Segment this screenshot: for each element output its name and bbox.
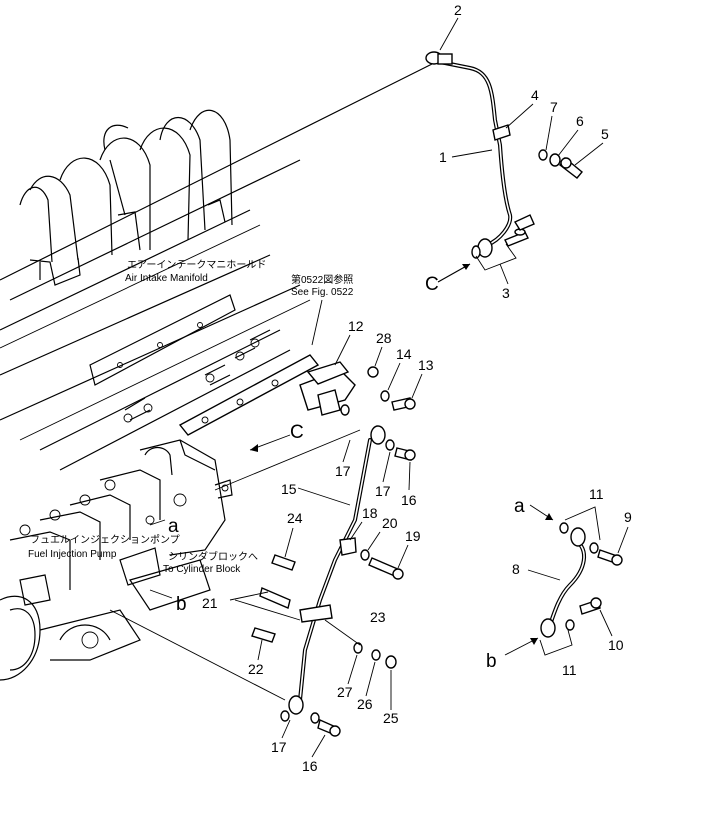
fuel-injection-pump-drawing	[0, 439, 233, 681]
callout-11-top: 11	[589, 486, 604, 502]
callout-20: 20	[382, 515, 398, 531]
callout-17-b: 17	[375, 483, 391, 499]
callout-10: 10	[608, 637, 624, 653]
callout-bracket-11-bottom	[539, 629, 573, 656]
air-intake-label-en: Air Intake Manifold	[125, 273, 208, 284]
bolt-assembly-16-17	[280, 404, 416, 737]
callout-16-b: 16	[302, 758, 318, 774]
callout-14: 14	[396, 346, 412, 362]
air-intake-manifold-drawing	[0, 59, 441, 471]
callout-17-c: 17	[271, 739, 287, 755]
callout-23: 23	[370, 609, 386, 625]
callout-bracket-3	[475, 243, 517, 271]
callout-13: 13	[418, 357, 434, 373]
callout-25: 25	[383, 710, 399, 726]
connector-c-arrow	[437, 263, 471, 283]
connector-c-pump: C	[290, 422, 304, 443]
connector-c-top: C	[425, 274, 439, 295]
callout-27: 27	[337, 684, 353, 700]
see-fig-label-en: See Fig. 0522	[291, 287, 354, 298]
bracket-12	[299, 361, 356, 416]
callout-7: 7	[550, 99, 558, 115]
callout-22: 22	[248, 661, 264, 677]
callout-6: 6	[576, 113, 584, 129]
leader-22	[234, 599, 301, 621]
callout-8: 8	[512, 561, 520, 577]
leader-pump-c	[214, 429, 361, 491]
pipe-1	[425, 51, 535, 259]
callout-numbers: 2 4 7 6 5 1 3 12 28 14 13 17 17 16 15 18…	[202, 2, 632, 774]
callout-2: 2	[454, 2, 462, 18]
callout-26: 26	[357, 696, 373, 712]
bolt-21-22-24	[251, 554, 296, 643]
leader-23	[324, 619, 361, 646]
callout-15: 15	[281, 481, 297, 497]
washers-25-26-27	[353, 642, 397, 669]
callout-3: 3	[502, 285, 510, 301]
cyl-block-label-jp: シリンダブロックへ	[168, 550, 258, 563]
leader-a-pump	[149, 519, 166, 526]
callout-19: 19	[405, 528, 421, 544]
cyl-block-label-en: To Cylinder Block	[163, 564, 241, 575]
callout-28: 28	[376, 330, 392, 346]
air-intake-label-jp: エアーインテークマニホールド	[127, 259, 266, 271]
callout-bracket-11-top	[564, 506, 601, 541]
see-fig-leader	[311, 299, 323, 346]
leader-21	[229, 591, 269, 601]
pipe-8	[540, 522, 623, 638]
plate-see-fig-0522	[178, 354, 320, 436]
connector-a-pump: a	[168, 516, 179, 537]
callout-1: 1	[439, 149, 447, 165]
leader-b-pump	[149, 589, 173, 599]
connector-b-pump: b	[176, 594, 187, 615]
callout-17-a: 17	[335, 463, 351, 479]
leader-pump-17	[109, 609, 286, 701]
callout-4: 4	[531, 87, 539, 103]
fuel-pump-label-jp: フュエルインジェクションポンプ	[30, 534, 180, 546]
bolt-19-washer-20	[360, 549, 404, 580]
callout-11-bottom: 11	[562, 662, 577, 678]
callout-9: 9	[624, 509, 632, 525]
bolt-assembly-5-6-7	[538, 149, 583, 179]
callout-21: 21	[202, 595, 218, 611]
callout-18: 18	[362, 505, 378, 521]
callout-24: 24	[287, 510, 303, 526]
bolt-assembly-13-14-28	[367, 366, 416, 411]
connector-b-inset: b	[486, 651, 497, 672]
callout-5: 5	[601, 126, 609, 142]
pipe-15	[288, 425, 386, 715]
see-fig-label-jp: 第0522図参照	[291, 273, 353, 286]
connector-a-inset: a	[514, 496, 525, 517]
callout-12: 12	[348, 318, 364, 334]
callout-16-a: 16	[401, 492, 417, 508]
fuel-pump-label-en: Fuel Injection Pump	[28, 549, 117, 560]
